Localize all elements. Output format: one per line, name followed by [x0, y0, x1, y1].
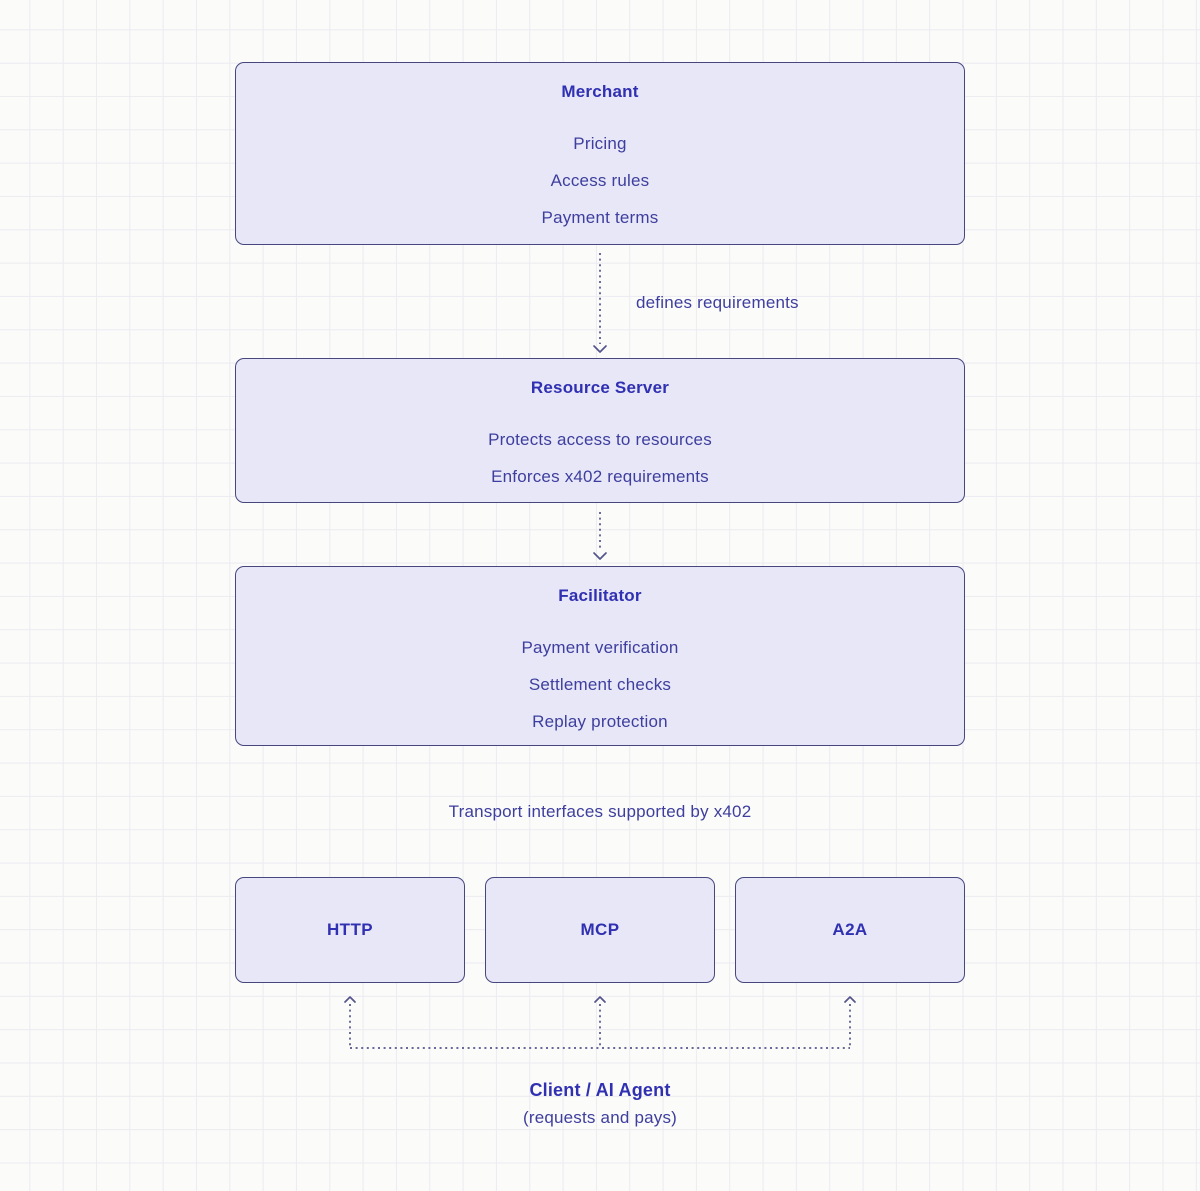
- transport-box-mcp: MCP: [485, 877, 715, 983]
- edge-label-defines-requirements: defines requirements: [636, 293, 799, 312]
- transport-heading: Transport interfaces supported by x402: [448, 802, 752, 821]
- node-item: Payment terms: [541, 208, 659, 227]
- transport-box-a2a: A2A: [735, 877, 965, 983]
- node-merchant: Merchant Pricing Access rules Payment te…: [235, 62, 965, 245]
- node-facilitator-items: Payment verification Settlement checks R…: [521, 637, 678, 733]
- node-item: Payment verification: [521, 638, 679, 657]
- node-item: Settlement checks: [528, 675, 672, 694]
- node-item: Pricing: [573, 134, 627, 153]
- node-facilitator-title: Facilitator: [558, 586, 642, 605]
- arrow-merchant-to-resource-server: [593, 253, 607, 353]
- transport-box-label: A2A: [832, 920, 868, 939]
- client-title: Client / AI Agent: [529, 1080, 671, 1100]
- node-item: Replay protection: [532, 712, 668, 731]
- arrow-client-to-transports: [344, 996, 856, 1049]
- node-facilitator: Facilitator Payment verification Settlem…: [235, 566, 965, 746]
- node-merchant-title: Merchant: [561, 82, 639, 101]
- client-subtitle: (requests and pays): [522, 1108, 678, 1127]
- node-resource-server: Resource Server Protects access to resou…: [235, 358, 965, 503]
- node-item: Protects access to resources: [488, 430, 712, 449]
- transport-box-label: HTTP: [327, 920, 373, 939]
- node-merchant-items: Pricing Access rules Payment terms: [542, 133, 659, 229]
- node-item: Enforces x402 requirements: [491, 467, 709, 486]
- node-item: Access rules: [550, 171, 650, 190]
- arrow-resource-server-to-facilitator: [593, 512, 607, 560]
- transport-box-http: HTTP: [235, 877, 465, 983]
- node-resource-server-items: Protects access to resources Enforces x4…: [488, 429, 712, 488]
- node-resource-server-title: Resource Server: [530, 378, 670, 397]
- transport-box-label: MCP: [580, 920, 620, 939]
